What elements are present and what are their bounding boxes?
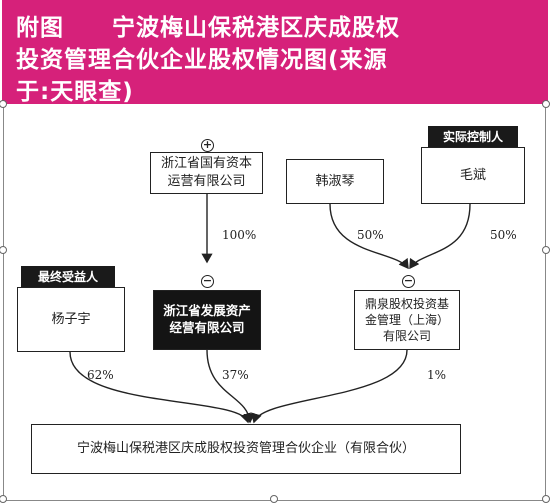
resize-handle-tl[interactable] [0, 100, 7, 108]
node-jingquan[interactable]: 鼎泉股权投资基金管理（上海）有限公司 [354, 290, 460, 350]
node-mao-label: 毛斌 [459, 167, 486, 183]
edge-mao-to-jq [409, 203, 471, 270]
edge-zj-to-target [206, 349, 255, 424]
node-mao[interactable]: 毛斌 [421, 147, 525, 204]
node-han[interactable]: 韩淑琴 [286, 159, 384, 204]
pct-jq-to-target: 1% [427, 368, 447, 382]
node-jingquan-label: 鼎泉股权投资基金管理（上海）有限公司 [364, 296, 449, 344]
node-yang[interactable]: 杨子宇 [17, 287, 125, 352]
controller-tag: 实际控制人 [428, 126, 518, 147]
title-banner: 附图 宁波梅山保税港区庆成股权 投资管理合伙企业股权情况图(来源 于:天眼查) [2, 0, 548, 105]
node-state-assets[interactable]: 浙江省国有资本运营有限公司 [150, 152, 263, 194]
title-line-1: 附图 宁波梅山保税港区庆成股权 [16, 8, 400, 42]
node-zj-dev[interactable]: 浙江省发展资产经营有限公司 [153, 290, 261, 350]
edge-han-to-jq [329, 203, 409, 270]
edge-yang-to-target [69, 351, 251, 424]
node-state-assets-label: 浙江省国有资本运营有限公司 [160, 156, 252, 189]
node-target[interactable]: 宁波梅山保税港区庆成股权投资管理合伙企业（有限合伙） [31, 424, 461, 474]
edge-jq-to-target [251, 349, 408, 424]
node-yang-label: 杨子宇 [51, 311, 91, 327]
title-prefix: 附图 [16, 15, 64, 41]
title-text-1: 宁波梅山保税港区庆成股权 [112, 15, 400, 41]
node-han-label: 韩淑琴 [315, 173, 355, 189]
pct-han-to-jq: 50% [357, 228, 384, 242]
node-target-label: 宁波梅山保税港区庆成股权投资管理合伙企业（有限合伙） [76, 441, 415, 457]
pct-yang-to-target: 62% [87, 368, 114, 382]
pct-zj-to-target: 37% [222, 368, 249, 382]
collapse-minus-icon[interactable]: − [402, 274, 415, 288]
title-line-2: 投资管理合伙企业股权情况图(来源 [16, 47, 388, 73]
title-line-3: 于:天眼查) [16, 79, 134, 105]
pct-state-to-zj: 100% [222, 228, 257, 242]
resize-handle-ml[interactable] [0, 246, 7, 254]
expand-plus-icon[interactable]: + [201, 138, 214, 152]
beneficiary-tag: 最终受益人 [21, 266, 115, 287]
node-zj-dev-label: 浙江省发展资产经营有限公司 [163, 303, 251, 335]
collapse-minus-icon[interactable]: − [201, 274, 214, 288]
pct-mao-to-jq: 50% [490, 228, 517, 242]
